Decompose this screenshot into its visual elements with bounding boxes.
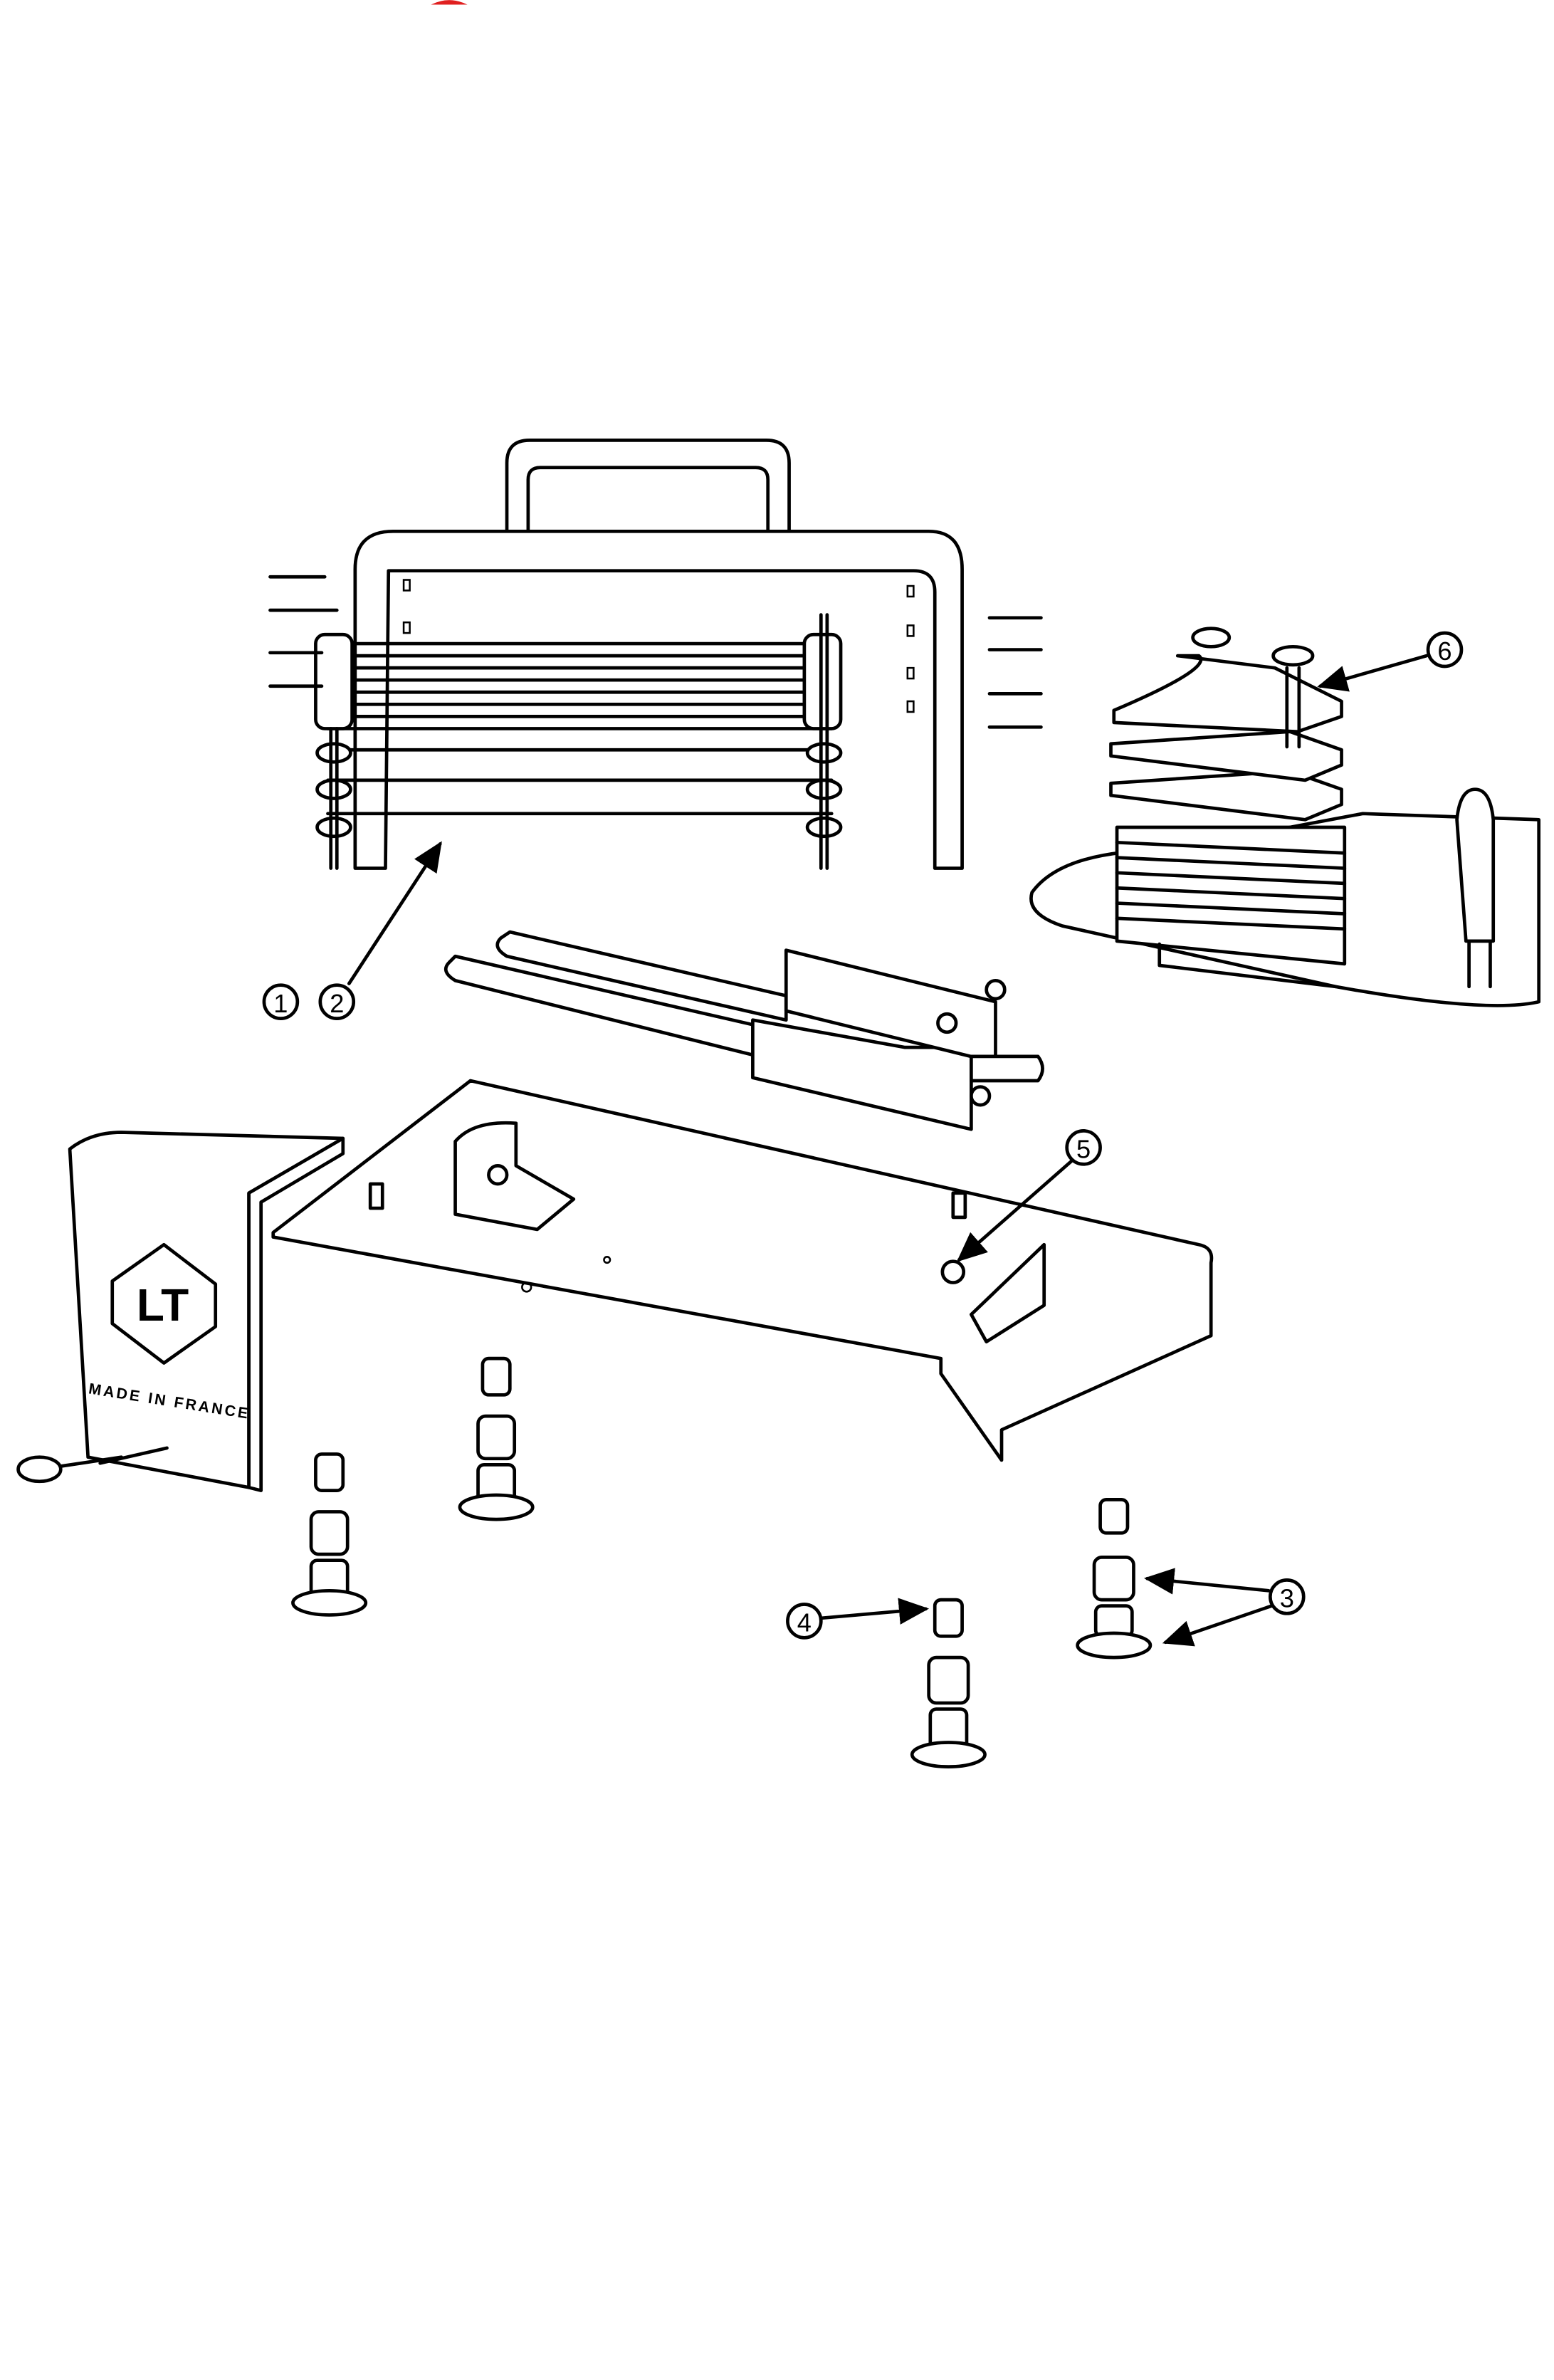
callout-arrow (821, 1598, 930, 1625)
callout-6: 6 (1317, 631, 1464, 692)
pusher-assembly (1029, 627, 1541, 1007)
callout-3: 3 (1144, 1568, 1306, 1647)
callout-number: 2 (330, 989, 344, 1018)
callout-number: 3 (1280, 1583, 1294, 1613)
callout-5: 5 (956, 1129, 1102, 1262)
slide-rail-assembly (443, 930, 1044, 1131)
callout-arrow (1162, 1604, 1274, 1647)
callout-arrow (1144, 1568, 1271, 1595)
side-panel: LT MADE IN FRANCE (16, 1131, 345, 1492)
callout-number: 5 (1076, 1134, 1091, 1163)
callout-number: 1 (273, 989, 288, 1018)
callout-arrow (1317, 654, 1429, 692)
feet (291, 1356, 1153, 1768)
base-plate (271, 1079, 1214, 1462)
callout-number: 4 (797, 1608, 812, 1637)
callout-arrow (347, 841, 442, 985)
callout-4: 4 (786, 1598, 930, 1640)
blade-frame-assembly (268, 439, 1043, 870)
red-accent-mark (431, 0, 468, 5)
lt-logo: LT (110, 1242, 218, 1365)
logo-text: LT (137, 1279, 189, 1331)
callout-2: 2 (318, 841, 442, 1020)
callout-1: 1 (262, 983, 300, 1020)
callout-arrow (956, 1159, 1073, 1262)
callout-number: 6 (1437, 636, 1451, 666)
